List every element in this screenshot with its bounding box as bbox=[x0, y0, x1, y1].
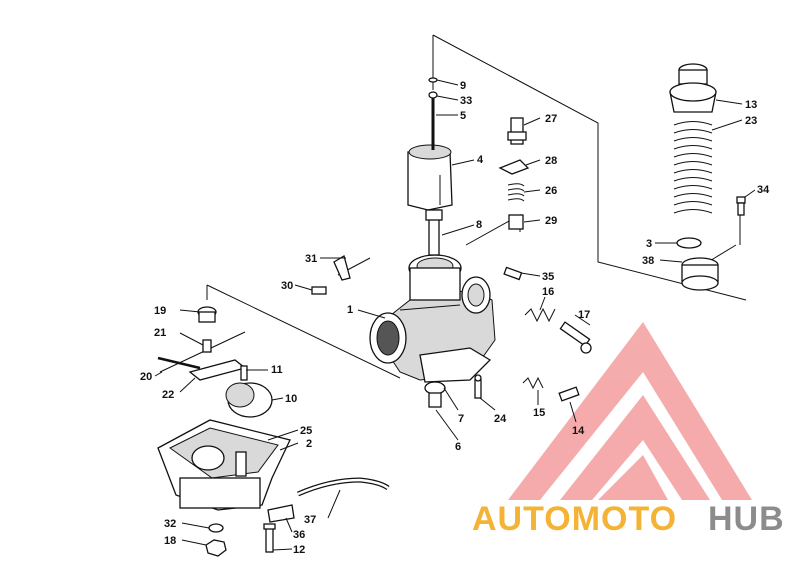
hose-37 bbox=[296, 477, 390, 497]
callout-16: 16 bbox=[542, 286, 554, 298]
callout-33: 33 bbox=[460, 95, 472, 107]
callout-29: 29 bbox=[545, 215, 557, 227]
bracket-31 bbox=[333, 255, 351, 281]
callout-2: 2 bbox=[306, 438, 312, 450]
spring-15 bbox=[522, 376, 544, 390]
callout-labels: 9 33 5 4 8 27 28 26 29 13 23 3 38 34 31 … bbox=[140, 80, 770, 556]
callout-30: 30 bbox=[281, 280, 293, 292]
slide-cap bbox=[681, 257, 719, 291]
callout-38: 38 bbox=[642, 255, 654, 267]
callout-18: 18 bbox=[164, 535, 176, 547]
callout-24: 24 bbox=[494, 413, 507, 425]
callout-17: 17 bbox=[578, 309, 590, 321]
callout-35: 35 bbox=[542, 271, 554, 283]
callout-20: 20 bbox=[140, 371, 152, 383]
callout-15: 15 bbox=[533, 407, 545, 419]
float-pin-20 bbox=[157, 356, 201, 370]
watermark-text-hub: HUB bbox=[708, 500, 785, 538]
screw-14 bbox=[558, 386, 580, 402]
callout-28: 28 bbox=[545, 155, 557, 167]
callout-37: 37 bbox=[304, 514, 316, 526]
float-bowl bbox=[157, 419, 291, 511]
callout-22: 22 bbox=[162, 389, 174, 401]
callout-21: 21 bbox=[154, 327, 166, 339]
slide-spring bbox=[673, 121, 713, 214]
washer-32 bbox=[208, 523, 224, 533]
callout-26: 26 bbox=[545, 185, 557, 197]
callout-9: 9 bbox=[460, 80, 466, 92]
callout-32: 32 bbox=[164, 518, 176, 530]
carburetor-body bbox=[369, 254, 496, 383]
screw-30 bbox=[311, 286, 327, 295]
screw-35 bbox=[503, 266, 523, 281]
float-arm-22 bbox=[188, 359, 247, 381]
needle-clips bbox=[428, 77, 438, 99]
callout-34: 34 bbox=[757, 184, 770, 196]
callout-12: 12 bbox=[293, 544, 305, 556]
throttle-slide bbox=[407, 144, 453, 211]
plug-18 bbox=[205, 539, 227, 557]
clip-36 bbox=[267, 504, 295, 523]
watermark-logo bbox=[508, 322, 752, 500]
callout-19: 19 bbox=[154, 305, 166, 317]
spring-16 bbox=[524, 307, 556, 323]
callout-3: 3 bbox=[646, 238, 652, 250]
callout-23: 23 bbox=[745, 115, 757, 127]
screw-17 bbox=[559, 321, 592, 354]
drain-plug-19 bbox=[197, 306, 217, 323]
main-jet bbox=[424, 381, 446, 408]
callout-10: 10 bbox=[285, 393, 297, 405]
callout-36: 36 bbox=[293, 529, 305, 541]
callout-27: 27 bbox=[545, 113, 557, 125]
top-cap bbox=[669, 63, 717, 113]
watermark-text-automoto: AUTOMOTO bbox=[472, 500, 677, 538]
callout-7: 7 bbox=[458, 413, 464, 425]
callout-5: 5 bbox=[460, 110, 466, 122]
choke-plunger bbox=[498, 117, 530, 230]
callout-4: 4 bbox=[477, 154, 484, 166]
float-pin-11 bbox=[240, 365, 248, 381]
cap-bolt bbox=[736, 196, 746, 216]
callout-11: 11 bbox=[271, 364, 283, 376]
callout-31: 31 bbox=[305, 253, 317, 265]
callout-14: 14 bbox=[572, 425, 585, 437]
valve-seat-21 bbox=[202, 339, 212, 353]
callout-8: 8 bbox=[476, 219, 482, 231]
screw-24 bbox=[474, 374, 482, 399]
spring-washer bbox=[676, 237, 702, 249]
callout-1: 1 bbox=[347, 304, 353, 316]
callout-13: 13 bbox=[745, 99, 757, 111]
callout-25: 25 bbox=[300, 425, 312, 437]
leader-lines bbox=[154, 79, 756, 551]
screw-12 bbox=[263, 523, 276, 553]
callout-6: 6 bbox=[455, 441, 461, 453]
needle-jet-tube bbox=[425, 209, 443, 256]
float-10 bbox=[225, 382, 273, 418]
